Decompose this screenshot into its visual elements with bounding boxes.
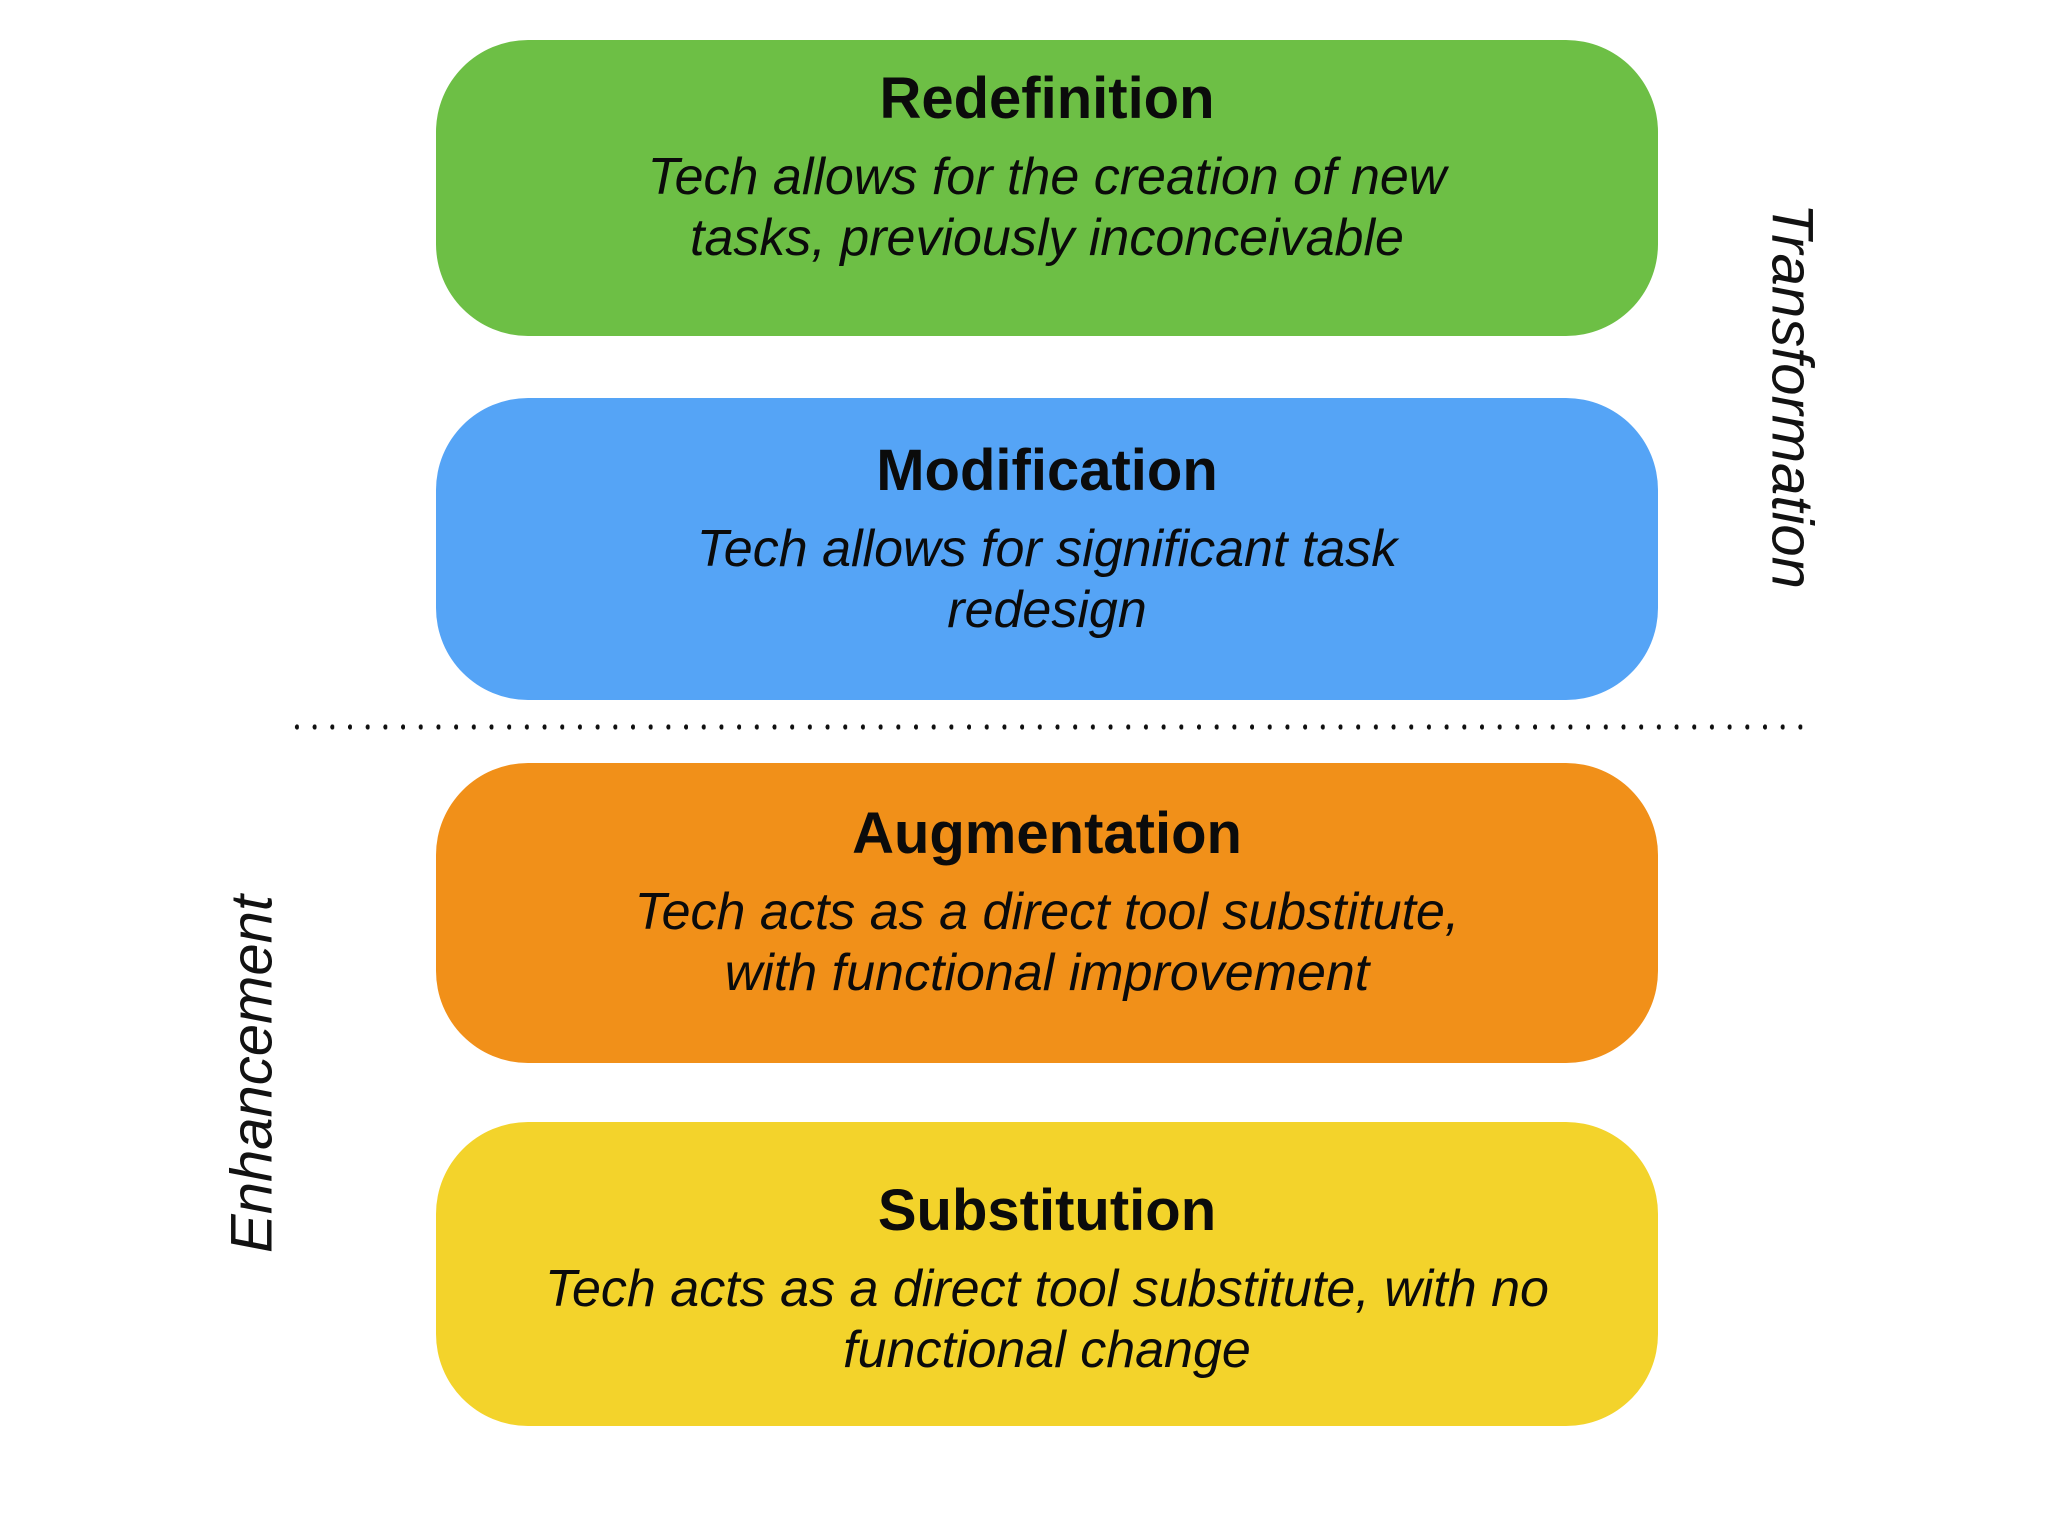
- side-label-transformation: Transformation: [1759, 203, 1825, 589]
- layer-augmentation-description: Tech acts as a direct tool substitute, w…: [436, 882, 1658, 1005]
- desc-line: with functional improvement: [724, 944, 1370, 1003]
- desc-line: Tech allows for the creation of new: [647, 147, 1447, 206]
- layer-augmentation: Augmentation Tech acts as a direct tool …: [436, 763, 1658, 1063]
- desc-line: Tech acts as a direct tool substitute,: [634, 882, 1460, 941]
- layer-substitution: Substitution Tech acts as a direct tool …: [436, 1122, 1658, 1426]
- side-label-enhancement: Enhancement: [219, 895, 285, 1253]
- desc-line: tasks, previously inconceivable: [690, 209, 1404, 268]
- layer-augmentation-title: Augmentation: [852, 801, 1242, 866]
- layer-substitution-title: Substitution: [877, 1178, 1217, 1243]
- layer-redefinition: Redefinition Tech allows for the creatio…: [436, 40, 1658, 336]
- desc-line: redesign: [947, 581, 1147, 640]
- desc-line: Tech allows for significant task: [696, 519, 1398, 578]
- enhancement-transformation-divider-dotted-line: [291, 721, 1809, 733]
- layer-redefinition-title: Redefinition: [879, 66, 1215, 131]
- layer-modification: Modification Tech allows for significant…: [436, 398, 1658, 700]
- desc-line: functional change: [843, 1321, 1251, 1380]
- layer-modification-title: Modification: [876, 438, 1218, 503]
- layer-substitution-description: Tech acts as a direct tool substitute, w…: [436, 1259, 1658, 1382]
- layer-modification-description: Tech allows for significant task redesig…: [436, 519, 1658, 642]
- desc-line: Tech acts as a direct tool substitute, w…: [545, 1259, 1549, 1318]
- layer-redefinition-description: Tech allows for the creation of new task…: [436, 147, 1658, 270]
